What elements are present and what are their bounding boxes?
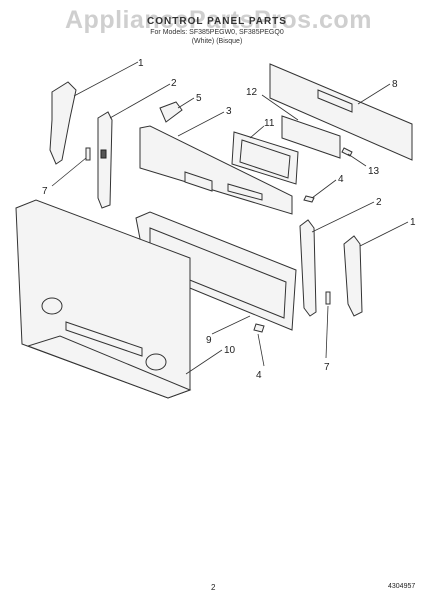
part-screw-right (325, 291, 331, 305)
leader-2a (109, 83, 171, 119)
leader-13 (347, 153, 367, 167)
callout-7a: 7 (42, 186, 48, 197)
callout-4a: 4 (338, 174, 344, 185)
leader-4a (311, 179, 337, 199)
leader-7a (51, 157, 87, 187)
color-variants: (White) (Bisque) (191, 38, 243, 45)
part-touchpad (281, 115, 341, 159)
callout-7b: 7 (324, 362, 330, 373)
leader-12 (261, 94, 299, 121)
callout-8: 8 (392, 79, 398, 90)
callout-9: 9 (206, 335, 212, 346)
callout-3: 3 (226, 106, 232, 117)
leader-4b (257, 333, 265, 367)
leader-1b (359, 221, 409, 247)
callout-4b: 4 (256, 370, 262, 381)
part-control-panel-slot (227, 183, 263, 201)
part-chassis-hole-left (41, 297, 63, 315)
part-overlay-inner (239, 139, 291, 179)
leader-1a (73, 61, 139, 97)
part-side-bracket-right (299, 219, 317, 317)
callout-5: 5 (196, 93, 202, 104)
leader-3 (177, 111, 225, 137)
diagram-title: CONTROL PANEL PARTS (147, 16, 287, 27)
part-chassis-floor (26, 335, 192, 399)
callout-2a: 2 (171, 78, 177, 89)
leader-11 (249, 125, 265, 139)
watermark: AppliancePartsPros.com (65, 6, 372, 34)
part-rear-panel (269, 63, 413, 161)
callout-1b: 1 (410, 217, 416, 228)
leader-2b (311, 201, 375, 233)
part-screw-upper (303, 195, 315, 203)
part-clip (159, 101, 183, 123)
model-numbers: For Models: SF385PEGW0, SF385PEGQ0 (150, 29, 284, 36)
part-end-cap-right (343, 235, 363, 317)
leader-10 (185, 349, 223, 375)
part-chassis-slot (65, 321, 143, 357)
part-control-panel-window (184, 171, 213, 192)
callout-12: 12 (246, 87, 258, 98)
leader-8 (357, 83, 391, 105)
part-side-bracket-left (97, 111, 113, 209)
callout-13: 13 (368, 166, 380, 177)
part-rear-panel-cutout (317, 89, 353, 113)
callout-10: 10 (224, 345, 236, 356)
callout-2b: 2 (376, 197, 382, 208)
leader-5 (177, 97, 195, 109)
part-screw-left (85, 147, 91, 161)
callout-1a: 1 (138, 58, 144, 69)
leader-9 (211, 315, 251, 335)
leader-7b (325, 305, 329, 359)
part-screw-13 (341, 147, 353, 157)
callout-11: 11 (264, 118, 275, 129)
page-number: 2 (211, 583, 216, 592)
part-chassis-hole-right (145, 353, 167, 371)
part-end-cap-left (49, 81, 77, 165)
part-screw-lower (253, 323, 265, 333)
part-bracket-detail (100, 149, 107, 159)
document-number: 4304957 (388, 583, 416, 590)
